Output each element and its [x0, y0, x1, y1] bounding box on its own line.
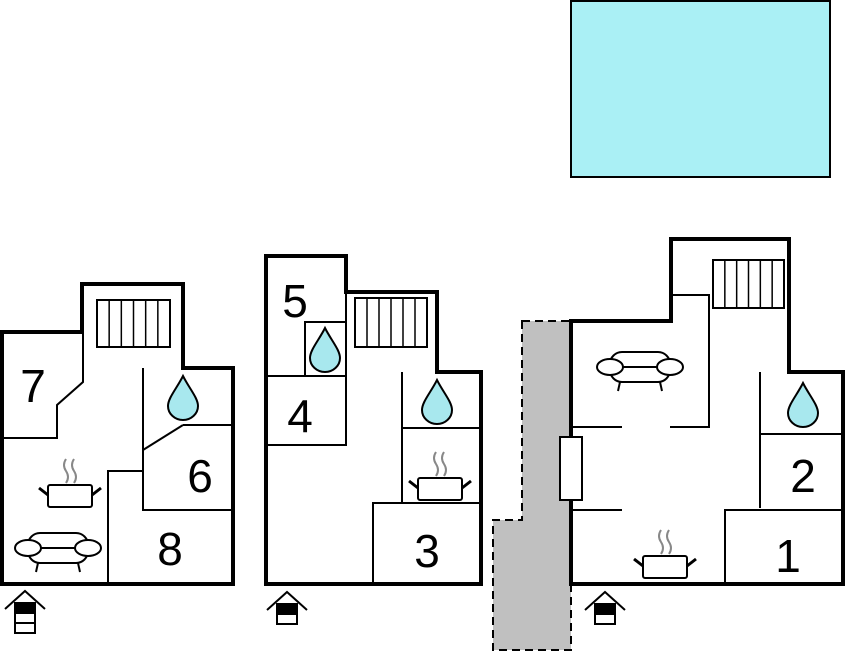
stairs-icon	[354, 297, 428, 348]
water-drop-icon	[786, 380, 820, 428]
water-drop-icon	[420, 377, 454, 425]
pool	[570, 0, 831, 178]
building-right: 2 1	[559, 237, 845, 586]
room-label: 5	[282, 275, 308, 327]
entrance-icon	[4, 589, 46, 634]
room-label: 8	[157, 523, 183, 575]
cooking-pot-icon	[38, 458, 102, 508]
sofa-icon	[596, 351, 684, 392]
building-left: 7 6 8	[0, 282, 235, 586]
room-label: 4	[287, 390, 313, 442]
terrace	[492, 320, 572, 651]
room-label: 1	[775, 530, 801, 582]
room-label: 7	[20, 360, 46, 412]
water-drop-icon	[308, 325, 342, 373]
sofa-icon	[14, 532, 102, 573]
water-drop-icon	[166, 373, 200, 421]
room-label: 3	[414, 525, 440, 577]
room-label: 2	[790, 450, 816, 502]
window-icon	[559, 436, 583, 501]
building-middle: 5 4 3	[264, 254, 483, 586]
stairs-icon	[712, 259, 785, 309]
entrance-icon	[266, 590, 308, 625]
cooking-pot-icon	[408, 451, 472, 501]
room-label: 6	[187, 450, 213, 502]
entrance-icon	[584, 590, 626, 625]
stairs-icon	[96, 299, 171, 348]
cooking-pot-icon	[633, 529, 697, 579]
